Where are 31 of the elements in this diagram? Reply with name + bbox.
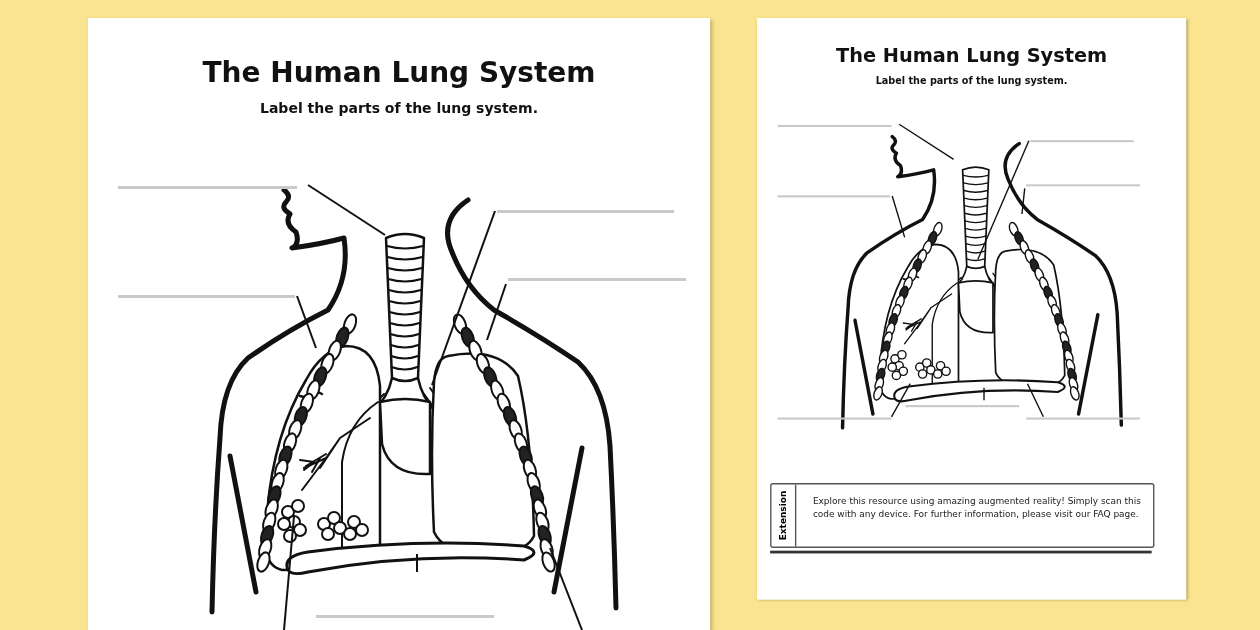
worksheet-title: The Human Lung System (835, 44, 1109, 67)
panel-heading: Extension (778, 490, 789, 541)
leader-line (431, 210, 496, 386)
instruction-text: Label the parts of the lung system. (874, 74, 1069, 86)
fill-in-line (508, 278, 686, 281)
worksheet-title: The Human Lung System (201, 56, 597, 89)
leader-line (890, 383, 911, 418)
worksheet-page (757, 18, 1187, 600)
fill-in-line (1026, 417, 1140, 420)
leader-line (898, 123, 955, 161)
leader-line (977, 140, 1030, 261)
leader-line (307, 184, 386, 236)
fill-in-line (905, 405, 1020, 408)
fill-in-line (1026, 184, 1140, 187)
leader-line (486, 283, 507, 341)
fill-in-line (497, 210, 674, 213)
extension-panel (770, 483, 1155, 548)
fill-in-line (118, 186, 297, 189)
fill-in-line (777, 417, 892, 420)
worksheet-page (88, 18, 710, 630)
fill-in-line (118, 295, 295, 298)
fill-in-line (777, 124, 892, 127)
instruction-text: Label the parts of the lung system. (259, 100, 539, 116)
leader-line (1026, 383, 1045, 418)
fill-in-line (1030, 140, 1134, 143)
fill-in-line (777, 195, 891, 198)
panel-text: Explore this resource using amazing augmented reality! Simply scan this code with any device. For further information, please visit our FAQ page. (812, 495, 1142, 520)
leader-line (891, 195, 906, 239)
fill-in-line (316, 615, 494, 618)
leader-line (296, 295, 317, 349)
leader-line (1021, 187, 1026, 215)
